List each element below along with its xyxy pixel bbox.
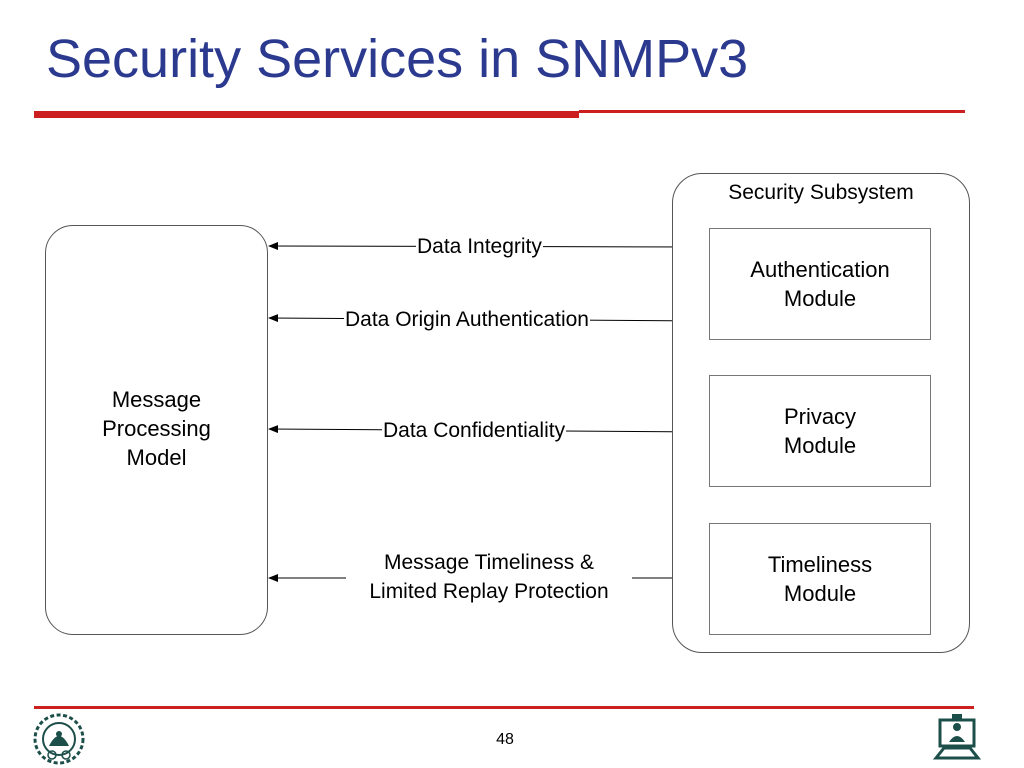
privacy-module-label: Privacy Module	[710, 402, 930, 460]
university-emblem-icon	[33, 713, 85, 765]
title-underline-thick	[34, 111, 579, 118]
security-subsystem-label: Security Subsystem	[728, 181, 914, 204]
privacy-module-line-2: Module	[783, 433, 857, 458]
message-processing-model-label: Message Processing Model	[45, 385, 268, 472]
authentication-module-line-1: Authentication	[750, 257, 890, 282]
authentication-module-box: Authentication Module	[709, 228, 931, 340]
authentication-module-line-2: Module	[783, 286, 857, 311]
slide-title: Security Services in SNMPv3	[46, 29, 749, 89]
authentication-module-label: Authentication Module	[710, 255, 930, 313]
title-underline-thin	[579, 110, 965, 113]
timeliness-module-line-2: Module	[783, 581, 857, 606]
message-processing-model-box	[45, 225, 268, 635]
message-processing-line-1: Message	[111, 387, 202, 412]
label-data-integrity: Data Integrity	[416, 232, 543, 261]
privacy-module-box: Privacy Module	[709, 375, 931, 487]
label-timeliness: Message Timeliness & Limited Replay Prot…	[346, 548, 632, 606]
privacy-module-line-1: Privacy	[783, 404, 857, 429]
page-number: 48	[496, 731, 514, 748]
timeliness-module-label: Timeliness Module	[710, 550, 930, 608]
message-processing-line-3: Model	[126, 445, 187, 470]
message-processing-line-2: Processing	[102, 416, 211, 441]
label-data-origin-authentication: Data Origin Authentication	[344, 305, 590, 334]
footer-divider	[34, 706, 974, 709]
label-timeliness-line-2: Limited Replay Protection	[369, 580, 609, 603]
timeliness-module-box: Timeliness Module	[709, 523, 931, 635]
timeliness-module-line-1: Timeliness	[767, 552, 873, 577]
label-timeliness-line-1: Message Timeliness &	[383, 551, 595, 574]
label-data-confidentiality: Data Confidentiality	[382, 416, 567, 445]
computer-user-icon	[932, 714, 982, 760]
